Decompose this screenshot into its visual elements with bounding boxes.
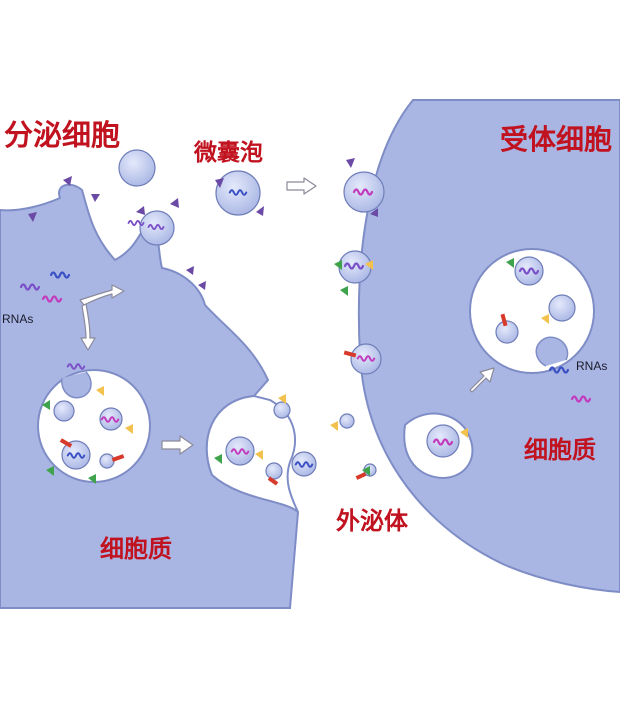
recipient-cell-label: 受体细胞 [500,123,613,156]
microvesicle-label: 微囊泡 [194,140,263,166]
secreting-cell-label: 分泌细胞 [4,118,121,152]
budding-pocket-left [61,371,92,399]
rnas-label-right: RNAs [576,359,608,373]
intraluminal-vesicle [53,400,75,422]
exosome-free [273,401,291,419]
docked-vesicle [338,250,372,284]
intraluminal-vesicle [99,453,115,469]
outline-arrow-icon [79,177,495,455]
microvesicle-free [118,149,156,187]
rnas-label-left: RNAs [2,312,34,326]
microvesicle-budding [139,210,175,246]
exosome-free [339,413,355,429]
multivesicular-body-left [37,369,151,483]
exosome [265,462,283,480]
cytoplasm-label-left: 细胞质 [100,535,172,563]
intraluminal-vesicle-right [495,320,519,344]
exosome-label: 外泌体 [336,507,408,535]
triangle-marker-icon [28,158,549,484]
intraluminal-vesicle-right [548,294,576,322]
membrane-receptor-icon [59,313,508,486]
cytoplasm-label-right: 细胞质 [524,436,596,464]
fusion-pocket-right [535,336,569,367]
